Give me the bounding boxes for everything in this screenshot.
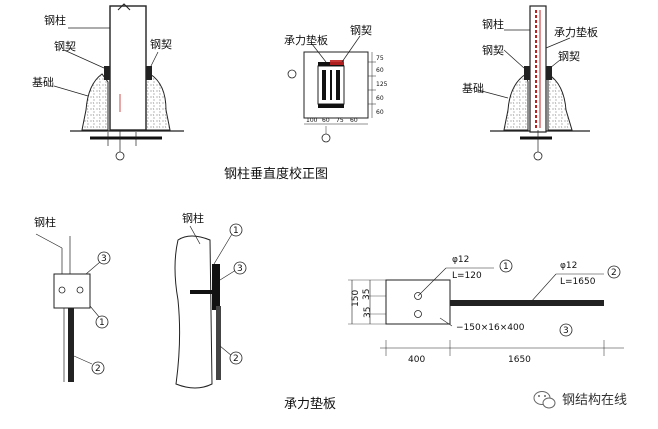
fig2-bottom-bubble (321, 133, 331, 143)
fig1-wedge-right (146, 66, 152, 80)
fig3-foundation-right (547, 73, 573, 131)
fig5-column (174, 235, 213, 389)
fig5-marker-2 (229, 351, 243, 365)
fig6-rebar2-dia: φ12 (560, 261, 577, 271)
fig3-wedge-right (546, 66, 552, 80)
fig6-rebar (450, 300, 604, 306)
caption-bearing-plate: 承力垫板 (284, 396, 336, 412)
fig2-dim-bottom-3: 75 (336, 117, 344, 124)
fig2-dim-a: 75 (376, 55, 384, 62)
fig5-short-bar (190, 290, 212, 294)
fig2-label-plate: 承力垫板 (284, 33, 328, 47)
fig6-marker-2-text: 2 (611, 268, 617, 278)
fig3-label-plate: 承力垫板 (554, 25, 598, 39)
fig3-axis-bubble (533, 151, 543, 161)
fig5-marker-3 (233, 261, 247, 275)
fig2-axis-bubble (287, 69, 297, 79)
fig1-label-foundation: 基础 (32, 76, 54, 89)
fig4-hole-right (76, 286, 84, 294)
fig4-marker-3 (97, 251, 111, 265)
fig6-marker-1-text: 1 (503, 262, 509, 272)
caption-verticality: 钢柱垂直度校正图 (224, 166, 328, 182)
fig5-rebar (216, 306, 221, 380)
fig6-dim-35a: 35 (362, 289, 372, 300)
fig4-marker-2 (91, 361, 105, 375)
watermark-text: 钢结构在线 (562, 393, 627, 408)
fig4-marker-2-text: 2 (95, 364, 101, 374)
fig5-marker-2-text: 2 (233, 354, 239, 364)
fig1-label-column: 钢柱 (44, 13, 66, 27)
fig6-marker-1 (499, 259, 513, 273)
fig6-hole-bottom (414, 310, 422, 318)
fig6-marker-3-text: 3 (563, 326, 569, 336)
fig5-plate (212, 264, 220, 310)
fig2-plan-view: 75 60 125 60 60 100 60 75 60 承力垫板 钢契 (284, 23, 388, 143)
fig4-hole-left (58, 286, 66, 294)
fig4-marker-1-text: 1 (99, 318, 105, 328)
fig4-label-column: 钢柱 (34, 215, 56, 229)
fig2-dim-b: 60 (376, 67, 384, 74)
fig1-foundation-left (81, 73, 109, 131)
fig3-corrected-section: 钢柱 承力垫板 钢契 钢契 基础 (462, 5, 598, 161)
fig1-label-wedge-right: 钢契 (150, 37, 172, 51)
fig6-marker-2 (607, 265, 621, 279)
fig6-rebar1-len: L=120 (452, 271, 482, 281)
fig6-dim-400: 400 (408, 355, 425, 365)
fig6-rebar2-len: L=1650 (560, 277, 596, 287)
fig1-column-wedge-section: 钢柱 钢契 钢契 基础 (32, 3, 184, 161)
fig2-plate-bottom (318, 104, 344, 108)
fig2-dim-bottom-4: 60 (350, 117, 358, 124)
fig4-marker-1 (95, 315, 109, 329)
fig3-label-foundation: 基础 (462, 82, 484, 95)
watermark: 钢结构在线 (533, 391, 627, 409)
fig6-dim-35b: 35 (363, 307, 373, 318)
fig2-dim-c: 125 (376, 81, 388, 88)
fig5-marker-1-text: 1 (233, 226, 239, 236)
fig2-wedge (330, 60, 344, 65)
fig6-dim-150: 150 (351, 290, 361, 307)
fig6-dim-1650: 1650 (508, 355, 531, 365)
fig2-dim-bottom-2: 60 (322, 117, 330, 124)
fig4-marker-3-text: 3 (101, 254, 107, 264)
fig1-axis-bubble (115, 151, 125, 161)
fig6-rebar1-dia: φ12 (452, 255, 469, 265)
fig5-label-column: 钢柱 (182, 211, 204, 225)
fig3-label-wedge-right: 钢契 (558, 49, 580, 63)
fig3-label-wedge-left: 钢契 (482, 43, 504, 57)
fig4-column-elevation: 钢柱 3 1 2 (34, 215, 111, 382)
fig6-marker-3 (559, 323, 573, 337)
fig1-foundation-right (143, 73, 171, 131)
wechat-icon (533, 391, 556, 409)
fig2-dim-e: 60 (376, 109, 384, 116)
fig1-label-wedge-left: 钢契 (54, 39, 76, 53)
fig1-wedge-left (104, 66, 110, 80)
fig6-plate-spec: −150×16×400 (456, 323, 525, 333)
fig2-web (330, 70, 332, 100)
fig2-flange-right (336, 70, 340, 100)
fig6-plate-detail: 150 35 35 400 1650 φ12 L=120 1 φ12 L=165… (348, 255, 624, 365)
fig4-rebar (68, 308, 74, 382)
fig5-side-elevation: 钢柱 1 3 2 (174, 211, 247, 389)
fig2-flange-left (322, 70, 326, 100)
fig3-foundation-left (503, 73, 529, 131)
fig3-label-column: 钢柱 (482, 17, 504, 31)
fig5-marker-3-text: 3 (237, 264, 243, 274)
fig3-wedge-left (524, 66, 530, 80)
fig5-marker-1 (229, 223, 243, 237)
fig2-dim-d: 60 (376, 95, 384, 102)
fig1-column (109, 5, 147, 131)
fig2-label-wedge: 钢契 (350, 23, 372, 37)
fig3-column (529, 5, 547, 133)
fig2-dim-bottom-1: 100 (306, 117, 318, 124)
